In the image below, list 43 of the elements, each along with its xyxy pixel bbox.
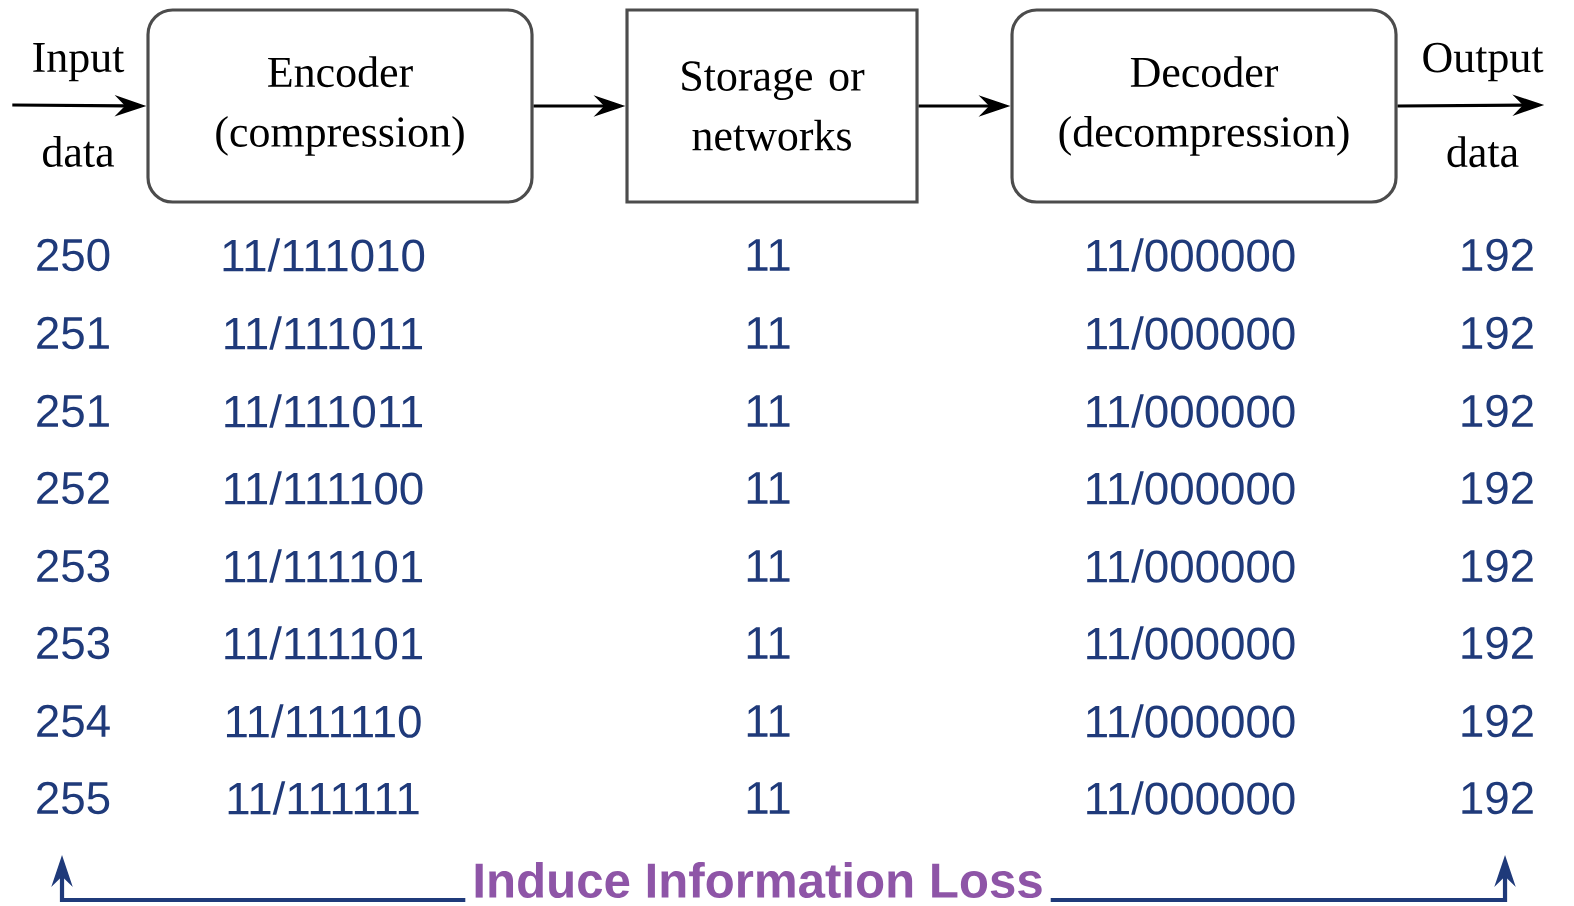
table-cell: 252: [37, 471, 109, 505]
table-cell: 11/000000: [1087, 316, 1295, 350]
table-cell: 192: [1462, 394, 1533, 428]
table-cell: 192: [1462, 781, 1533, 815]
table-cell: 11: [747, 705, 790, 737]
table-cell: 11/111100: [225, 471, 423, 505]
table-cell: 11/000000: [1087, 471, 1295, 505]
storage-box: Storage or networks: [625, 8, 919, 204]
table-cell: 11: [747, 550, 790, 582]
table-cell: 251: [37, 394, 109, 428]
table-cell: 11: [747, 627, 790, 659]
table-cell: 11/000000: [1087, 781, 1295, 815]
table-cell: 11/111101: [225, 549, 422, 583]
process-box: Encoder (compression): [146, 8, 534, 204]
table-cell: 11/111011: [225, 394, 422, 428]
table-cell: 11/000000: [1087, 704, 1295, 738]
table-cell: 254: [37, 704, 110, 738]
io-label: Input data: [33, 43, 125, 167]
table-cell: 251: [37, 316, 109, 350]
table-cell: 192: [1462, 316, 1533, 350]
table-cell: 11/111110: [226, 704, 421, 738]
table-cell: 11: [747, 782, 790, 814]
table-cell: 11/111011: [225, 316, 422, 350]
table-cell: 192: [1462, 549, 1533, 583]
note-text: Induce Information Loss: [465, 854, 1051, 906]
table-cell: 192: [1462, 238, 1533, 272]
table-cell: 11: [747, 317, 790, 349]
table-cell: 192: [1462, 626, 1533, 660]
table-cell: 11/000000: [1087, 549, 1295, 583]
table-cell: 11: [747, 472, 790, 504]
table-cell: 255: [37, 781, 110, 815]
table-cell: 11/111101: [225, 626, 422, 660]
table-cell: 253: [37, 626, 110, 660]
table-cell: 11/000000: [1087, 626, 1295, 660]
table-cell: 192: [1462, 471, 1533, 505]
table-cell: 253: [37, 549, 110, 583]
table-cell: 11: [747, 395, 790, 427]
process-box: Decoder (decompression): [1010, 8, 1398, 204]
table-cell: 192: [1462, 704, 1533, 738]
table-cell: 250: [37, 238, 110, 272]
io-label: Output data: [1423, 42, 1544, 168]
table-cell: 11/000000: [1087, 394, 1295, 428]
table-cell: 11/111111: [228, 781, 419, 815]
